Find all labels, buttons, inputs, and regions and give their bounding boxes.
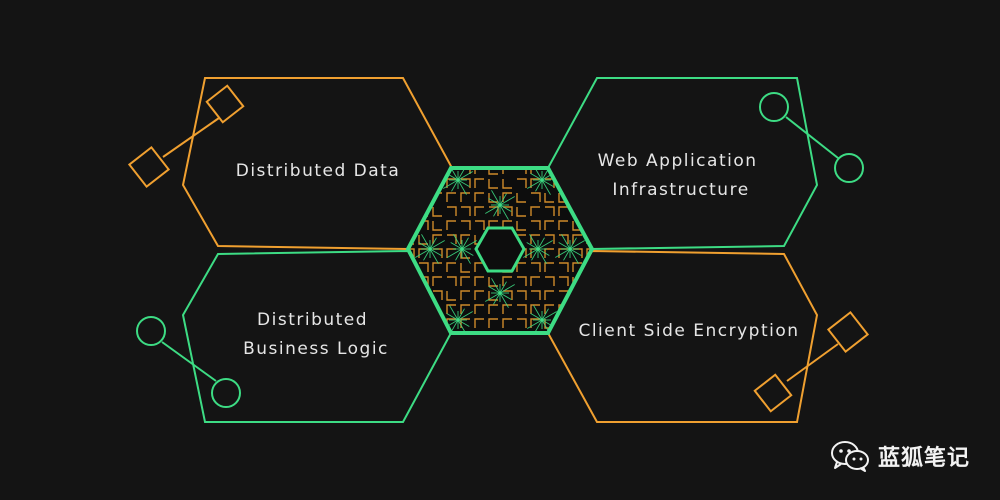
square-connector-icon <box>127 84 245 189</box>
hexagon-label: Web Application Infrastructure <box>598 151 765 200</box>
watermark: 蓝狐笔记 <box>830 440 970 472</box>
hexagon-label-line: Client Side Encryption <box>578 321 799 341</box>
hexagon-label-line: Web Application <box>598 151 758 171</box>
core-hexagon-outline <box>405 166 595 335</box>
hexagon-distributed-business-logic: Distributed Business Logic <box>136 249 453 423</box>
hexagon-label-line: Infrastructure <box>612 180 749 200</box>
circuit-pattern <box>408 168 592 333</box>
hexagon-outline <box>181 249 453 423</box>
hexagon-label: Distributed Data <box>236 161 401 181</box>
hexagon-label-line: Distributed <box>257 310 368 330</box>
hexagon-client-side-encryption: Client Side Encryption <box>546 249 870 423</box>
watermark-text: 蓝狐笔记 <box>877 446 970 471</box>
hexagon-label: Distributed Business Logic <box>243 310 389 359</box>
hexagon-label-line: Distributed Data <box>236 161 401 181</box>
hexagon-label-line: Business Logic <box>243 339 389 359</box>
circle-connector-icon <box>759 92 864 183</box>
inner-hexagon <box>474 226 526 273</box>
square-connector-icon <box>753 310 870 413</box>
hexagon-distributed-data: Distributed Data <box>127 77 454 251</box>
hexagon-web-application-infrastructure: Web Application Infrastructure <box>546 77 864 251</box>
circle-connector-icon <box>136 316 241 408</box>
wechat-icon <box>830 441 869 472</box>
hexagon-label: Client Side Encryption <box>578 321 799 341</box>
core-hexagon <box>405 166 595 335</box>
